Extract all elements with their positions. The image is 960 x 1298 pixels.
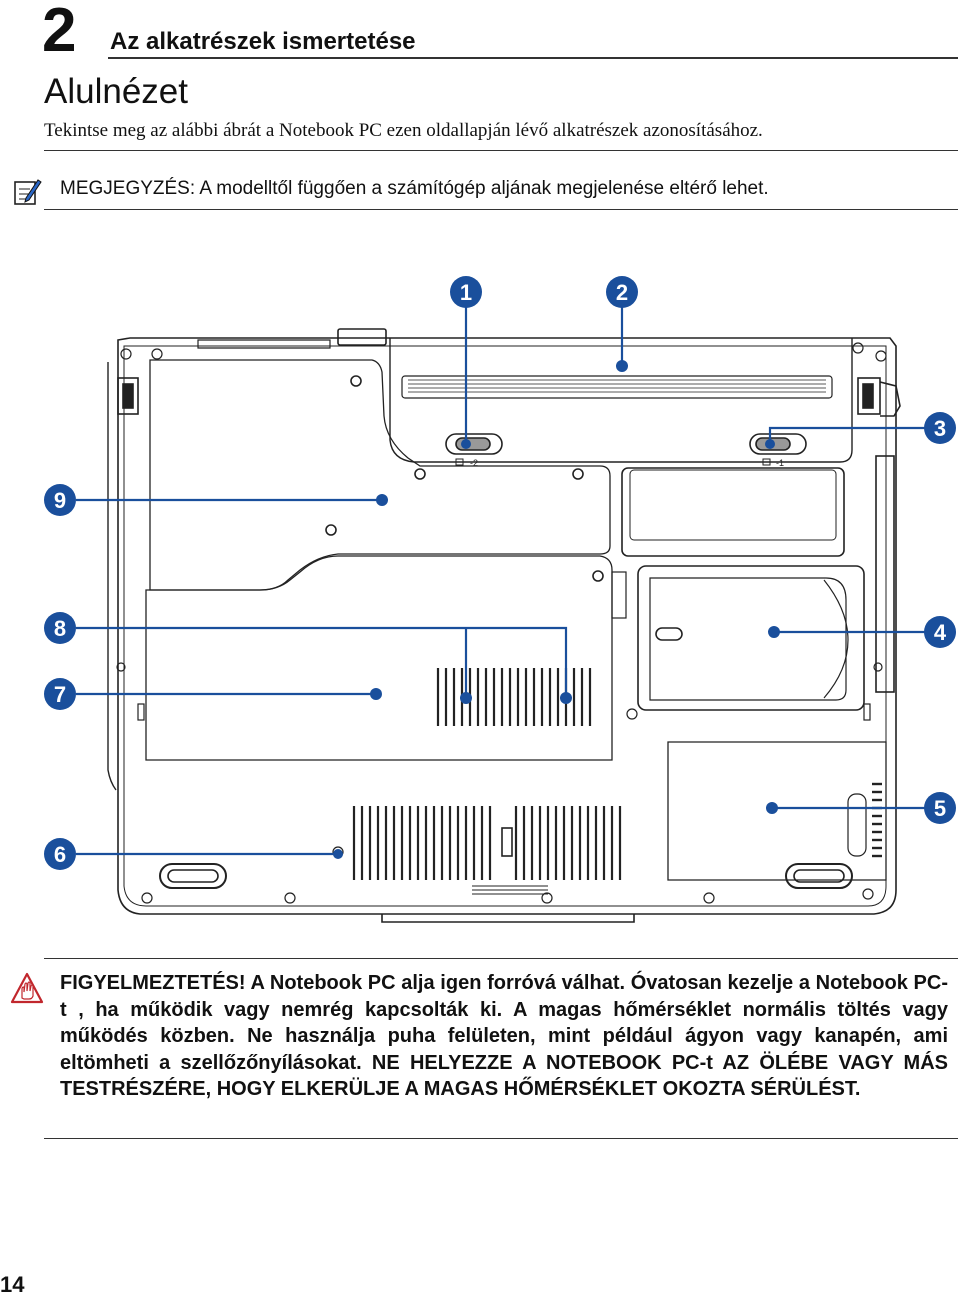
svg-text:7: 7 (54, 682, 66, 707)
lower-vent (436, 668, 592, 726)
battery-side-strip (875, 455, 895, 693)
svg-text:6: 6 (54, 842, 66, 867)
chapter-title: Az alkatrészek ismertetése (110, 28, 416, 55)
battery-latch-right (749, 433, 807, 455)
rubber-foot-right (785, 863, 853, 889)
leader-3 (768, 426, 926, 444)
warning-hand-icon (10, 972, 44, 1004)
battery-latch-left (445, 433, 503, 455)
hard-disk-bay (637, 565, 865, 711)
battery-compartment (389, 338, 853, 463)
lower-left-panel (145, 555, 613, 761)
latch-label-1: -1 (776, 458, 784, 468)
right-hinge (857, 377, 881, 415)
rubber-foot-left (159, 863, 227, 889)
bottom-vent (352, 806, 622, 880)
callout-1: 1 (450, 276, 482, 308)
page-number: 14 (0, 1272, 25, 1297)
intro-text: Tekintse meg az alábbi ábrát a Notebook … (44, 120, 763, 141)
left-hinge (117, 377, 139, 415)
callout-5: 5 (924, 792, 956, 824)
section-title: Alulnézet (44, 72, 188, 111)
svg-text:8: 8 (54, 616, 66, 641)
latch-label-2: -2 (470, 458, 478, 468)
note-text: MEGJEGYZÉS: A modelltől függően a számít… (60, 178, 769, 199)
leader-8 (76, 626, 568, 698)
svg-text:5: 5 (934, 796, 946, 821)
callout-6: 6 (44, 838, 76, 870)
memory-compartment (667, 741, 887, 881)
svg-text:3: 3 (934, 416, 946, 441)
svg-text:9: 9 (54, 488, 66, 513)
callout-3: 3 (924, 412, 956, 444)
svg-text:2: 2 (616, 280, 628, 305)
top-tab (337, 328, 387, 346)
callout-2: 2 (606, 276, 638, 308)
warning-text: FIGYELMEZTETÉS! A Notebook PC alja igen … (60, 972, 948, 1100)
screws (116, 342, 887, 904)
note-bottom-rule (44, 209, 958, 210)
svg-text:1: 1 (460, 280, 472, 305)
note-top-rule (44, 150, 958, 151)
upper-right-panel (621, 467, 845, 557)
warning-bottom-rule (44, 1138, 958, 1139)
top-vent (197, 339, 331, 349)
warning-top-rule (44, 958, 958, 959)
svg-text:4: 4 (934, 620, 947, 645)
notebook-outline (117, 337, 897, 915)
chapter-number: 2 (42, 0, 77, 65)
note-pencil-icon (14, 179, 42, 205)
callout-9: 9 (44, 484, 76, 516)
callout-7: 7 (44, 678, 76, 710)
header-rule (108, 57, 958, 59)
callout-4: 4 (924, 616, 956, 648)
callout-8: 8 (44, 612, 76, 644)
upper-left-panel (149, 359, 611, 591)
notebook-bottom-diagram: -2 -1 1 2 3 4 5 6 7 8 9 (44, 276, 956, 923)
